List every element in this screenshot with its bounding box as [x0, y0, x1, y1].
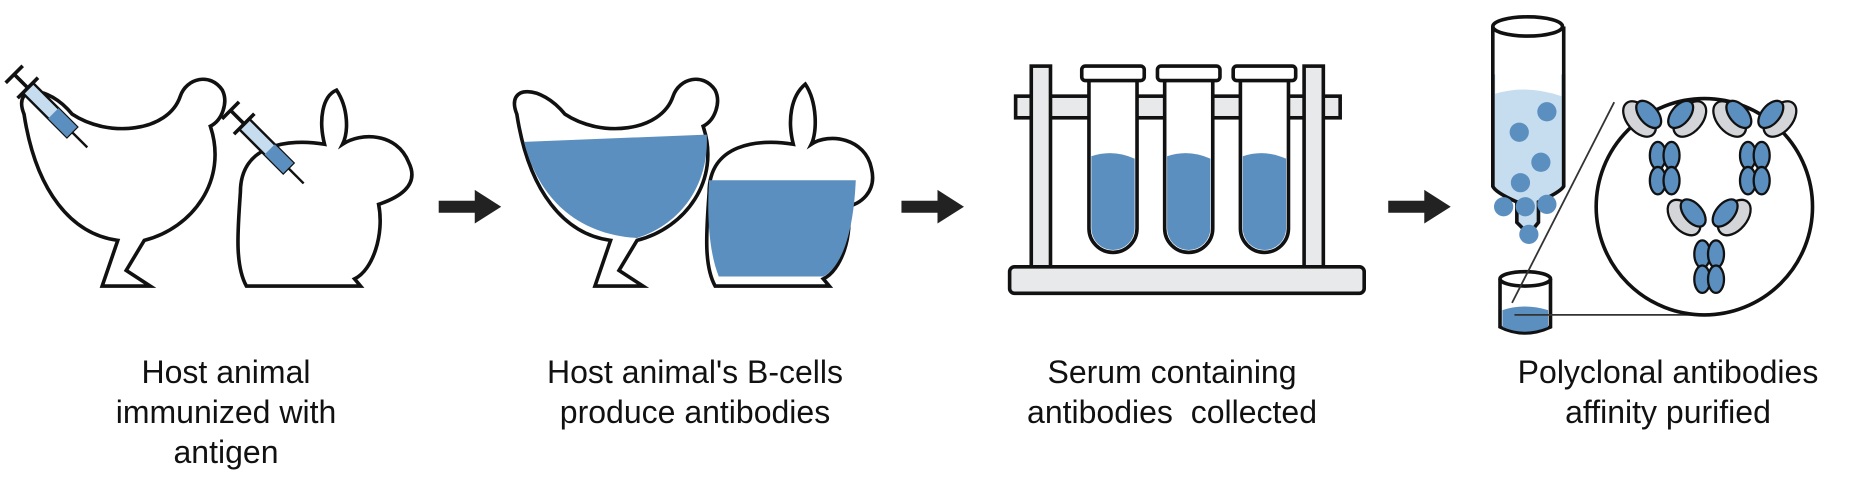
- chicken-icon: [512, 77, 720, 288]
- arrow-right-icon: [901, 189, 964, 224]
- caption-line: immunized with: [115, 394, 337, 430]
- zoom-line: [1511, 101, 1616, 304]
- test-tube-rack-icon: [1007, 64, 1366, 296]
- rabbit-icon: [236, 87, 414, 288]
- chromatography-column-icon: [1491, 15, 1566, 296]
- step-1-caption: Host animal immunized with antigen: [116, 352, 337, 472]
- caption-line: produce antibodies: [559, 394, 831, 430]
- caption-line: antibodies collected: [1027, 394, 1317, 430]
- rabbit-icon: [704, 81, 875, 288]
- caption-line: Polyclonal antibodies: [1517, 354, 1819, 390]
- step-3-caption: Serum containing antibodies collected: [1027, 352, 1317, 432]
- arrow-right-icon: [438, 189, 502, 224]
- caption-line: affinity purified: [1565, 394, 1771, 430]
- test-tube: [1079, 64, 1147, 255]
- test-tube: [1155, 64, 1222, 255]
- caption-line: Serum containing: [1047, 354, 1297, 390]
- caption-line: antigen: [173, 434, 279, 470]
- arrow-right-icon: [1388, 189, 1451, 224]
- test-tube: [1231, 64, 1298, 255]
- caption-line: Host animal's B-cells: [547, 354, 843, 390]
- beaker-icon: [1498, 269, 1553, 335]
- caption-line: Host animal: [141, 354, 311, 390]
- step-4-caption: Polyclonal antibodies affinity purified: [1518, 352, 1819, 432]
- step-2-caption: Host animal's B-cells produce antibodies: [547, 352, 843, 432]
